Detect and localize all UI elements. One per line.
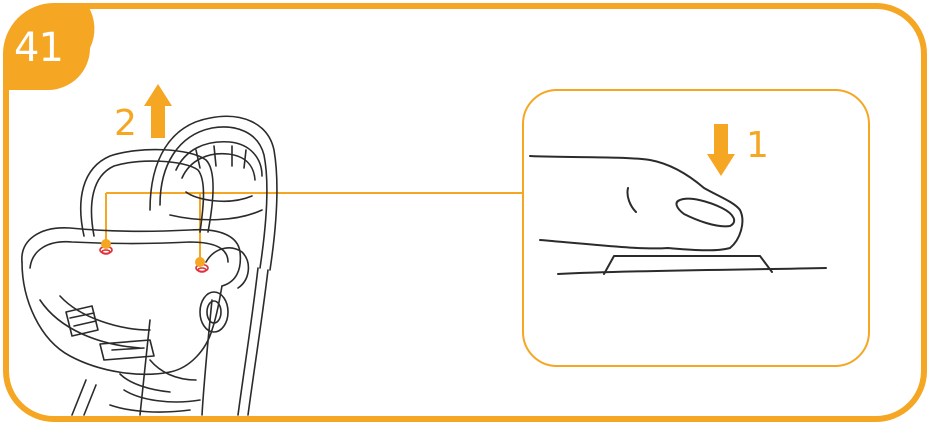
release-button-icon	[100, 247, 208, 273]
car-seat-illustration	[22, 116, 277, 415]
arrow-up-icon	[144, 84, 172, 138]
step-label-press: 1	[746, 128, 769, 164]
connector-dot	[101, 239, 111, 249]
step-badge: 41	[0, 0, 92, 88]
step-number: 41	[14, 28, 84, 68]
step-label-lift: 2	[114, 106, 137, 142]
connector-lines	[106, 193, 523, 266]
connector-dot	[195, 257, 205, 267]
zoom-callout-box	[523, 90, 869, 366]
